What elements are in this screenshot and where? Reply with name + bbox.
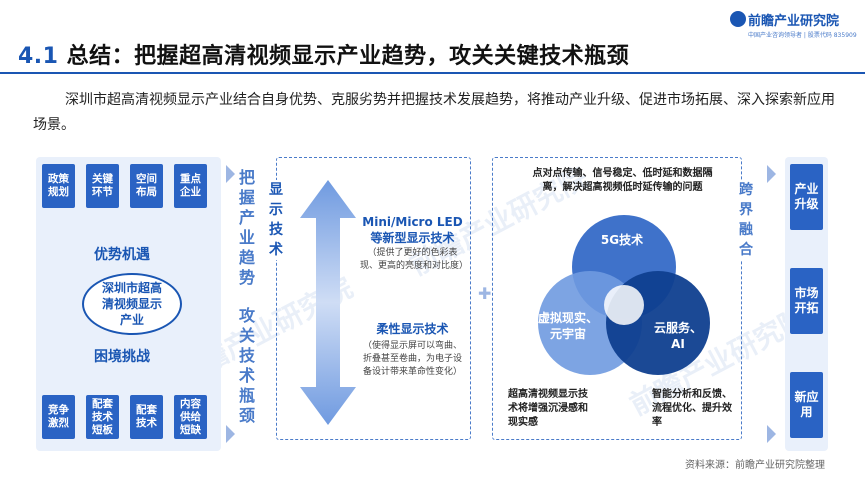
tech1-desc: （提供了更好的色彩表现、更高的亮度和对比度） [360, 248, 469, 271]
outcome-new-application: 新应用 [790, 372, 823, 438]
venn-cloud-ai: 云服务、AI [653, 321, 702, 351]
cross-fusion-label: 跨界融合 [737, 180, 755, 260]
chevron-right-icon [767, 165, 776, 183]
core-text: 深圳市超高清视频显示产业 [101, 281, 162, 327]
box-spatial-layout: 空间布局 [130, 164, 163, 208]
logo-icon [730, 11, 746, 27]
advantage-label: 优势机遇 [94, 247, 150, 263]
tech2-title: 柔性显示技术 [376, 322, 449, 336]
note-5g: 点对点传输、信号稳定、低时延和数据隔离，解决超高视频低时延传输的问题 [532, 168, 713, 193]
page-title: 4.1 总结：把握超高清视频显示产业趋势，攻关关键技术瓶颈 [18, 38, 629, 70]
venn-vr: 虚拟现实、元宇宙 [538, 311, 599, 341]
tech1-title: Mini/Micro LED等新型显示技术 [362, 215, 463, 245]
logo: 前瞻产业研究院 中国产业咨询领导者 | 股票代码 835909 [748, 10, 857, 39]
vertical-tackle-bottleneck: 攻关技术瓶颈 [238, 306, 255, 425]
box-key-links: 关键环节 [86, 164, 119, 208]
double-arrow-icon [300, 180, 356, 425]
core-circle: 深圳市超高清视频显示产业 [82, 273, 182, 335]
cross-fusion-box [492, 157, 742, 440]
box-content-shortage: 内容供给短缺 [174, 395, 207, 439]
box-competition: 竞争激烈 [42, 395, 75, 439]
box-tech-shortfall: 配套技术短板 [86, 395, 119, 439]
header-divider [0, 72, 865, 74]
chevron-right-icon [226, 165, 235, 183]
challenge-label: 困境挑战 [94, 349, 150, 365]
box-key-enterprises: 重点企业 [174, 164, 207, 208]
note-cloud: 智能分析和反馈、流程优化、提升效率 [652, 389, 732, 428]
plus-icon: ✚ [478, 284, 492, 303]
note-vr: 超高清视频显示技术将增强沉浸感和现实感 [508, 389, 588, 428]
title-text: 总结：把握超高清视频显示产业趋势，攻关关键技术瓶颈 [66, 44, 630, 69]
tech2-desc: （使得显示屏可以弯曲、折叠甚至卷曲，为电子设备设计带来革命性变化） [362, 341, 462, 377]
outcome-industry-upgrade: 产业升级 [790, 164, 823, 230]
display-tech-label: 显示技术 [267, 180, 285, 260]
source-note: 资料来源：前瞻产业研究院整理 [685, 460, 825, 471]
vertical-grasp-trend: 把握产业趋势 [238, 168, 255, 287]
intro-paragraph: 深圳市超高清视频显示产业结合自身优势、克服劣势并把握技术发展趋势，将推动产业升级… [33, 92, 835, 133]
box-supporting-tech: 配套技术 [130, 395, 163, 439]
venn-5g: 5G技术 [600, 233, 644, 247]
display-tech-box [276, 157, 471, 440]
outcome-market-expansion: 市场开拓 [790, 268, 823, 334]
venn-diagram [538, 215, 710, 375]
chevron-right-icon [226, 425, 235, 443]
section-number: 4.1 [18, 44, 59, 69]
logo-name: 前瞻产业研究院 [748, 14, 840, 29]
chevron-right-icon [767, 425, 776, 443]
box-policy: 政策规划 [42, 164, 75, 208]
logo-tagline: 中国产业咨询领导者 | 股票代码 835909 [748, 32, 857, 39]
